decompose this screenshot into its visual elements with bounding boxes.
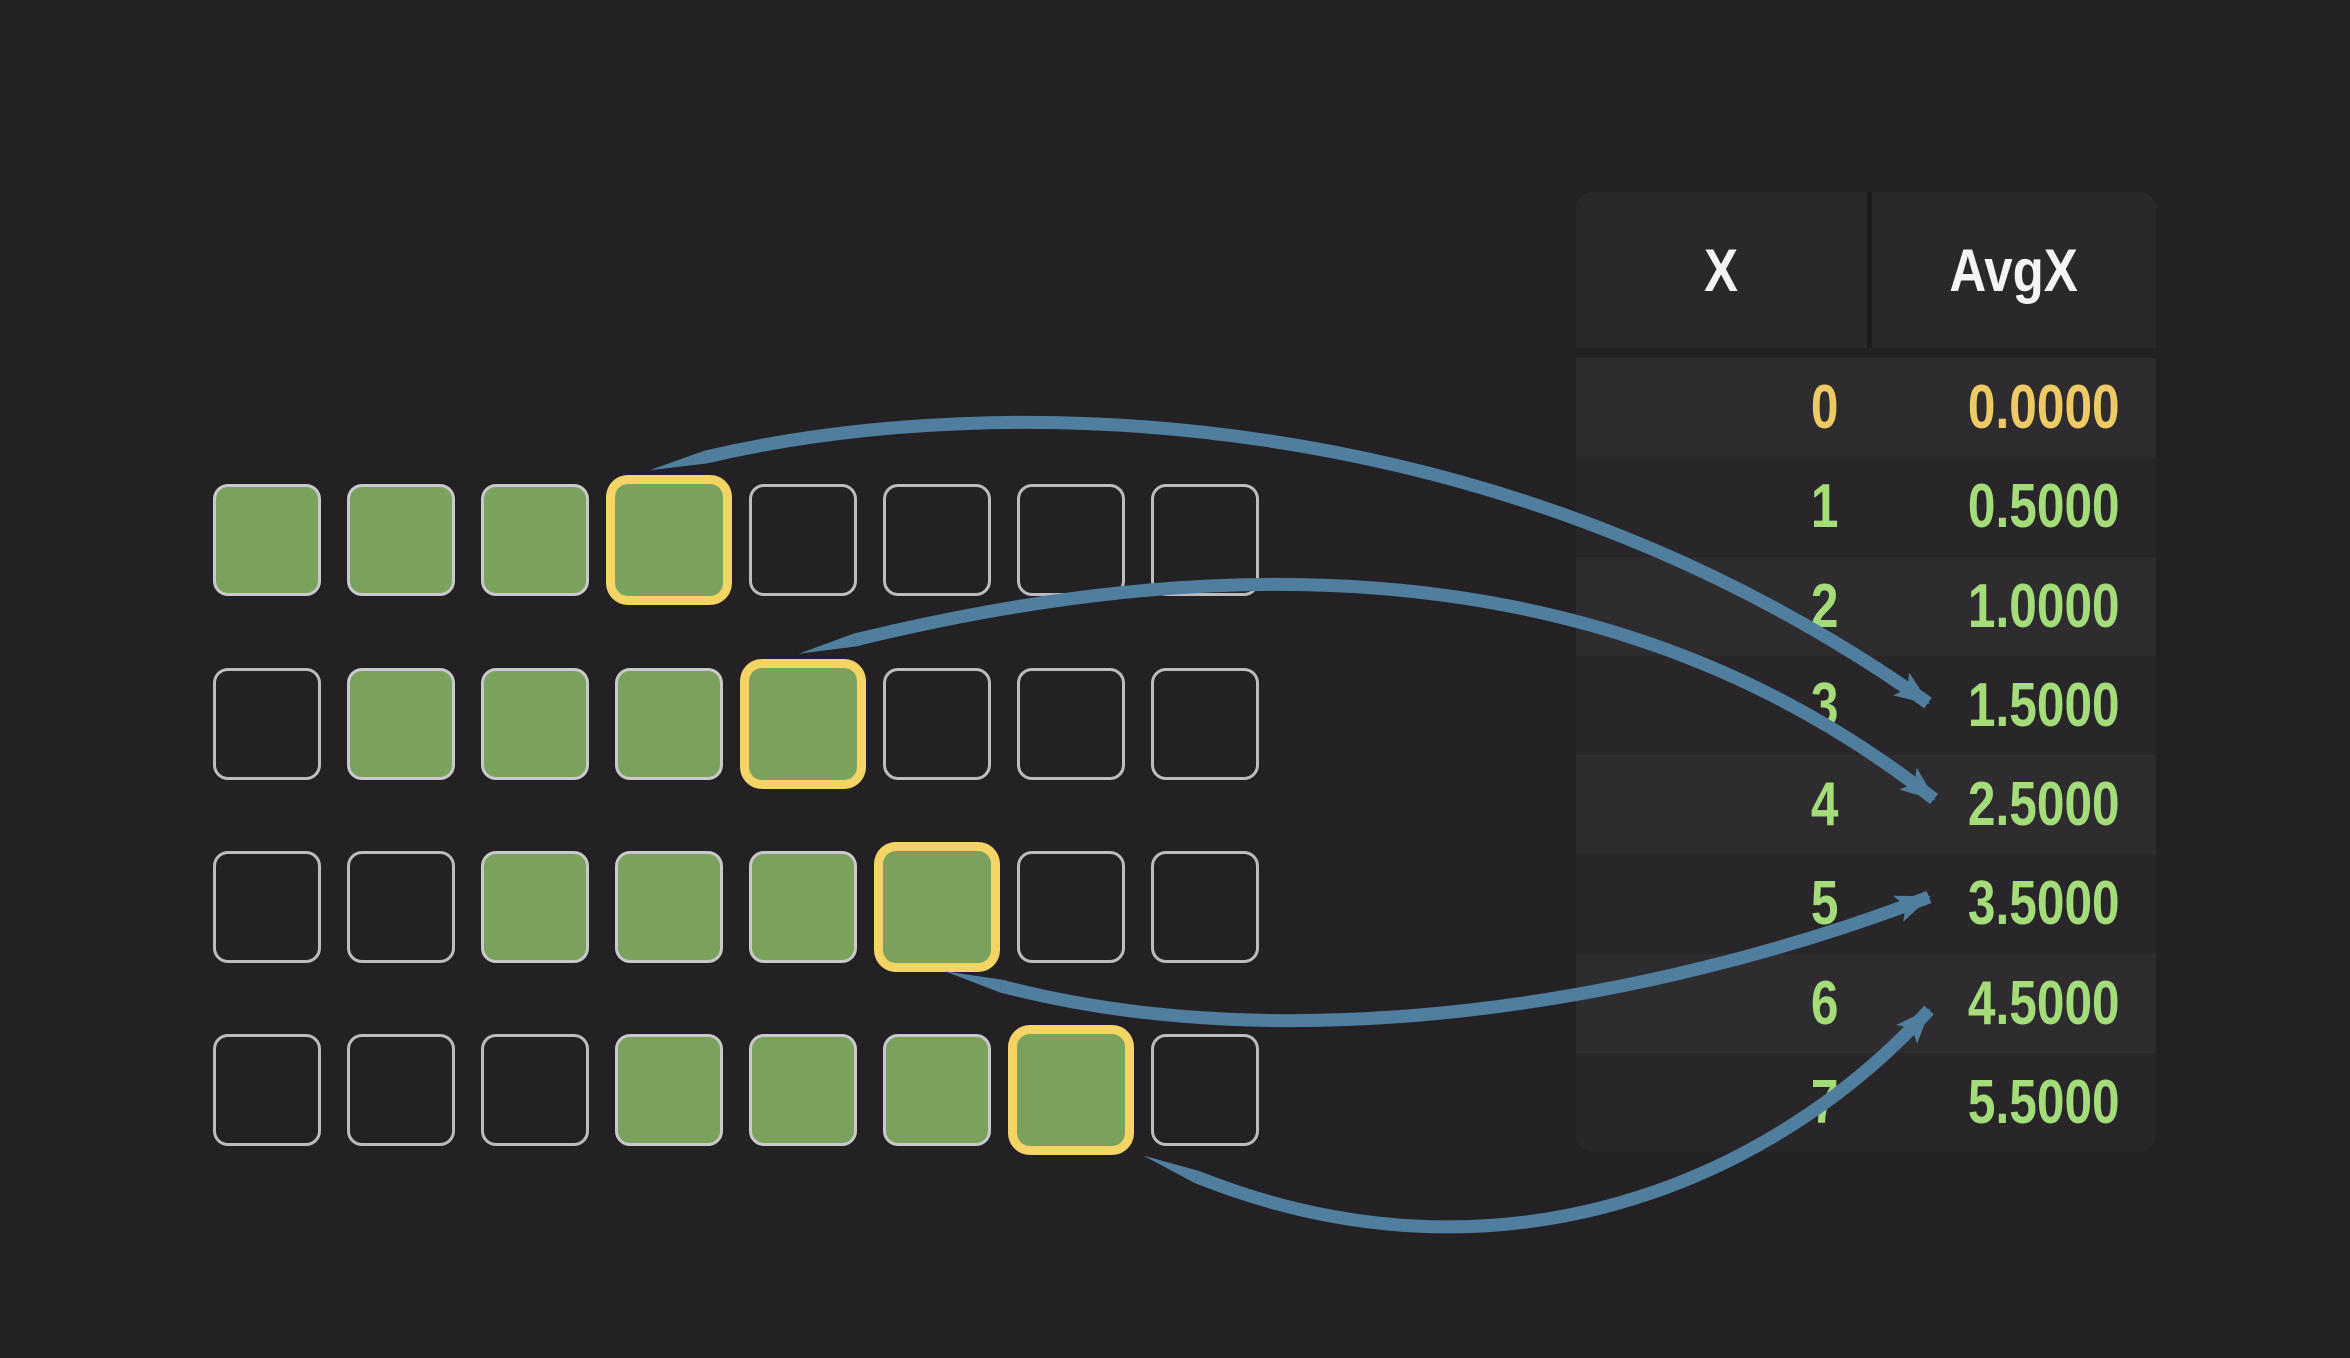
table-row-x1: 1 0.5000: [1576, 457, 2156, 557]
grid-cell-1-3: [615, 668, 723, 780]
grid-cell-3-1: [347, 1034, 455, 1146]
column-header-avgx: AvgX: [1872, 192, 2156, 348]
blocks-grid: [213, 484, 1259, 1146]
column-divider: [1867, 192, 1872, 348]
grid-cell-1-6: [1017, 668, 1125, 780]
x-value-cell: 3: [1576, 656, 1867, 755]
table-row-x5: 5 3.5000: [1576, 854, 2156, 954]
grid-cell-highlighted-1-4: [749, 668, 857, 780]
avgx-value: 2.5000: [1968, 770, 2120, 840]
grid-cell-3-7: [1151, 1034, 1259, 1146]
grid-cell-2-0: [213, 851, 321, 963]
x-value: 6: [1810, 968, 1838, 1038]
grid-cell-3-5: [883, 1034, 991, 1146]
grid-cell-1-5: [883, 668, 991, 780]
x-value: 1: [1810, 472, 1838, 542]
x-value-cell: 4: [1576, 755, 1867, 854]
x-value-cell: 5: [1576, 854, 1867, 953]
x-value: 7: [1810, 1067, 1838, 1137]
avgx-value: 0.0000: [1968, 373, 2120, 443]
x-value: 0: [1810, 373, 1838, 443]
avgx-value-cell: 5.5000: [1867, 1053, 2156, 1152]
avgx-value: 5.5000: [1968, 1067, 2120, 1137]
avgx-value: 4.5000: [1968, 968, 2120, 1038]
x-value: 2: [1810, 571, 1838, 641]
table-header: X AvgX: [1576, 192, 2156, 348]
avgx-value-cell: 4.5000: [1867, 954, 2156, 1053]
avgx-value-cell: 0.5000: [1867, 457, 2156, 556]
grid-cell-0-7: [1151, 484, 1259, 596]
grid-row-0: [213, 484, 1259, 596]
table-body: 0 0.0000 1 0.5000 2 1.0000 3 1.5000 4 2.5000 5 3.50…: [1576, 358, 2156, 1152]
grid-cell-2-6: [1017, 851, 1125, 963]
grid-cell-2-2: [481, 851, 589, 963]
grid-row-3: [213, 1034, 1259, 1146]
grid-cell-3-0: [213, 1034, 321, 1146]
grid-cell-highlighted-0-3: [615, 484, 723, 596]
grid-row-1: [213, 668, 1259, 780]
x-value-cell: 7: [1576, 1053, 1867, 1152]
x-value-cell: 2: [1576, 557, 1867, 656]
grid-cell-0-0: [213, 484, 321, 596]
grid-cell-highlighted-2-5: [883, 851, 991, 963]
grid-cell-2-3: [615, 851, 723, 963]
grid-cell-1-7: [1151, 668, 1259, 780]
avgx-value: 3.5000: [1968, 869, 2120, 939]
grid-cell-3-4: [749, 1034, 857, 1146]
avgx-table: X AvgX 0 0.0000 1 0.5000 2 1.0000 3 1.5000 4 2.50…: [1576, 192, 2156, 1152]
table-row-x4: 4 2.5000: [1576, 755, 2156, 855]
avgx-value-cell: 3.5000: [1867, 854, 2156, 953]
grid-cell-3-2: [481, 1034, 589, 1146]
table-row-x7: 7 5.5000: [1576, 1052, 2156, 1152]
grid-cell-1-2: [481, 668, 589, 780]
avgx-value: 1.5000: [1968, 670, 2120, 740]
grid-cell-2-7: [1151, 851, 1259, 963]
grid-cell-1-1: [347, 668, 455, 780]
grid-cell-0-1: [347, 484, 455, 596]
grid-cell-3-3: [615, 1034, 723, 1146]
grid-cell-0-5: [883, 484, 991, 596]
x-value-cell: 0: [1576, 358, 1867, 457]
grid-cell-2-1: [347, 851, 455, 963]
column-header-avgx-label: AvgX: [1949, 236, 2079, 304]
table-row-x0: 0 0.0000: [1576, 358, 2156, 458]
grid-cell-0-4: [749, 484, 857, 596]
grid-row-2: [213, 851, 1259, 963]
x-value: 3: [1810, 670, 1838, 740]
avgx-value-cell: 2.5000: [1867, 755, 2156, 854]
table-row-x3: 3 1.5000: [1576, 655, 2156, 755]
grid-cell-1-0: [213, 668, 321, 780]
x-value: 5: [1810, 869, 1838, 939]
grid-cell-2-4: [749, 851, 857, 963]
avgx-value-cell: 1.0000: [1867, 557, 2156, 656]
x-value-cell: 1: [1576, 457, 1867, 556]
table-row-x2: 2 1.0000: [1576, 556, 2156, 656]
avgx-value-cell: 1.5000: [1867, 656, 2156, 755]
grid-cell-highlighted-3-6: [1017, 1034, 1125, 1146]
x-value: 4: [1810, 770, 1838, 840]
column-header-x: X: [1576, 192, 1867, 348]
avgx-value: 0.5000: [1968, 472, 2120, 542]
grid-cell-0-6: [1017, 484, 1125, 596]
grid-cell-0-2: [481, 484, 589, 596]
avgx-value: 1.0000: [1968, 571, 2120, 641]
table-row-x6: 6 4.5000: [1576, 953, 2156, 1053]
avgx-value-cell: 0.0000: [1867, 358, 2156, 457]
column-header-x-label: X: [1704, 236, 1739, 304]
x-value-cell: 6: [1576, 954, 1867, 1053]
